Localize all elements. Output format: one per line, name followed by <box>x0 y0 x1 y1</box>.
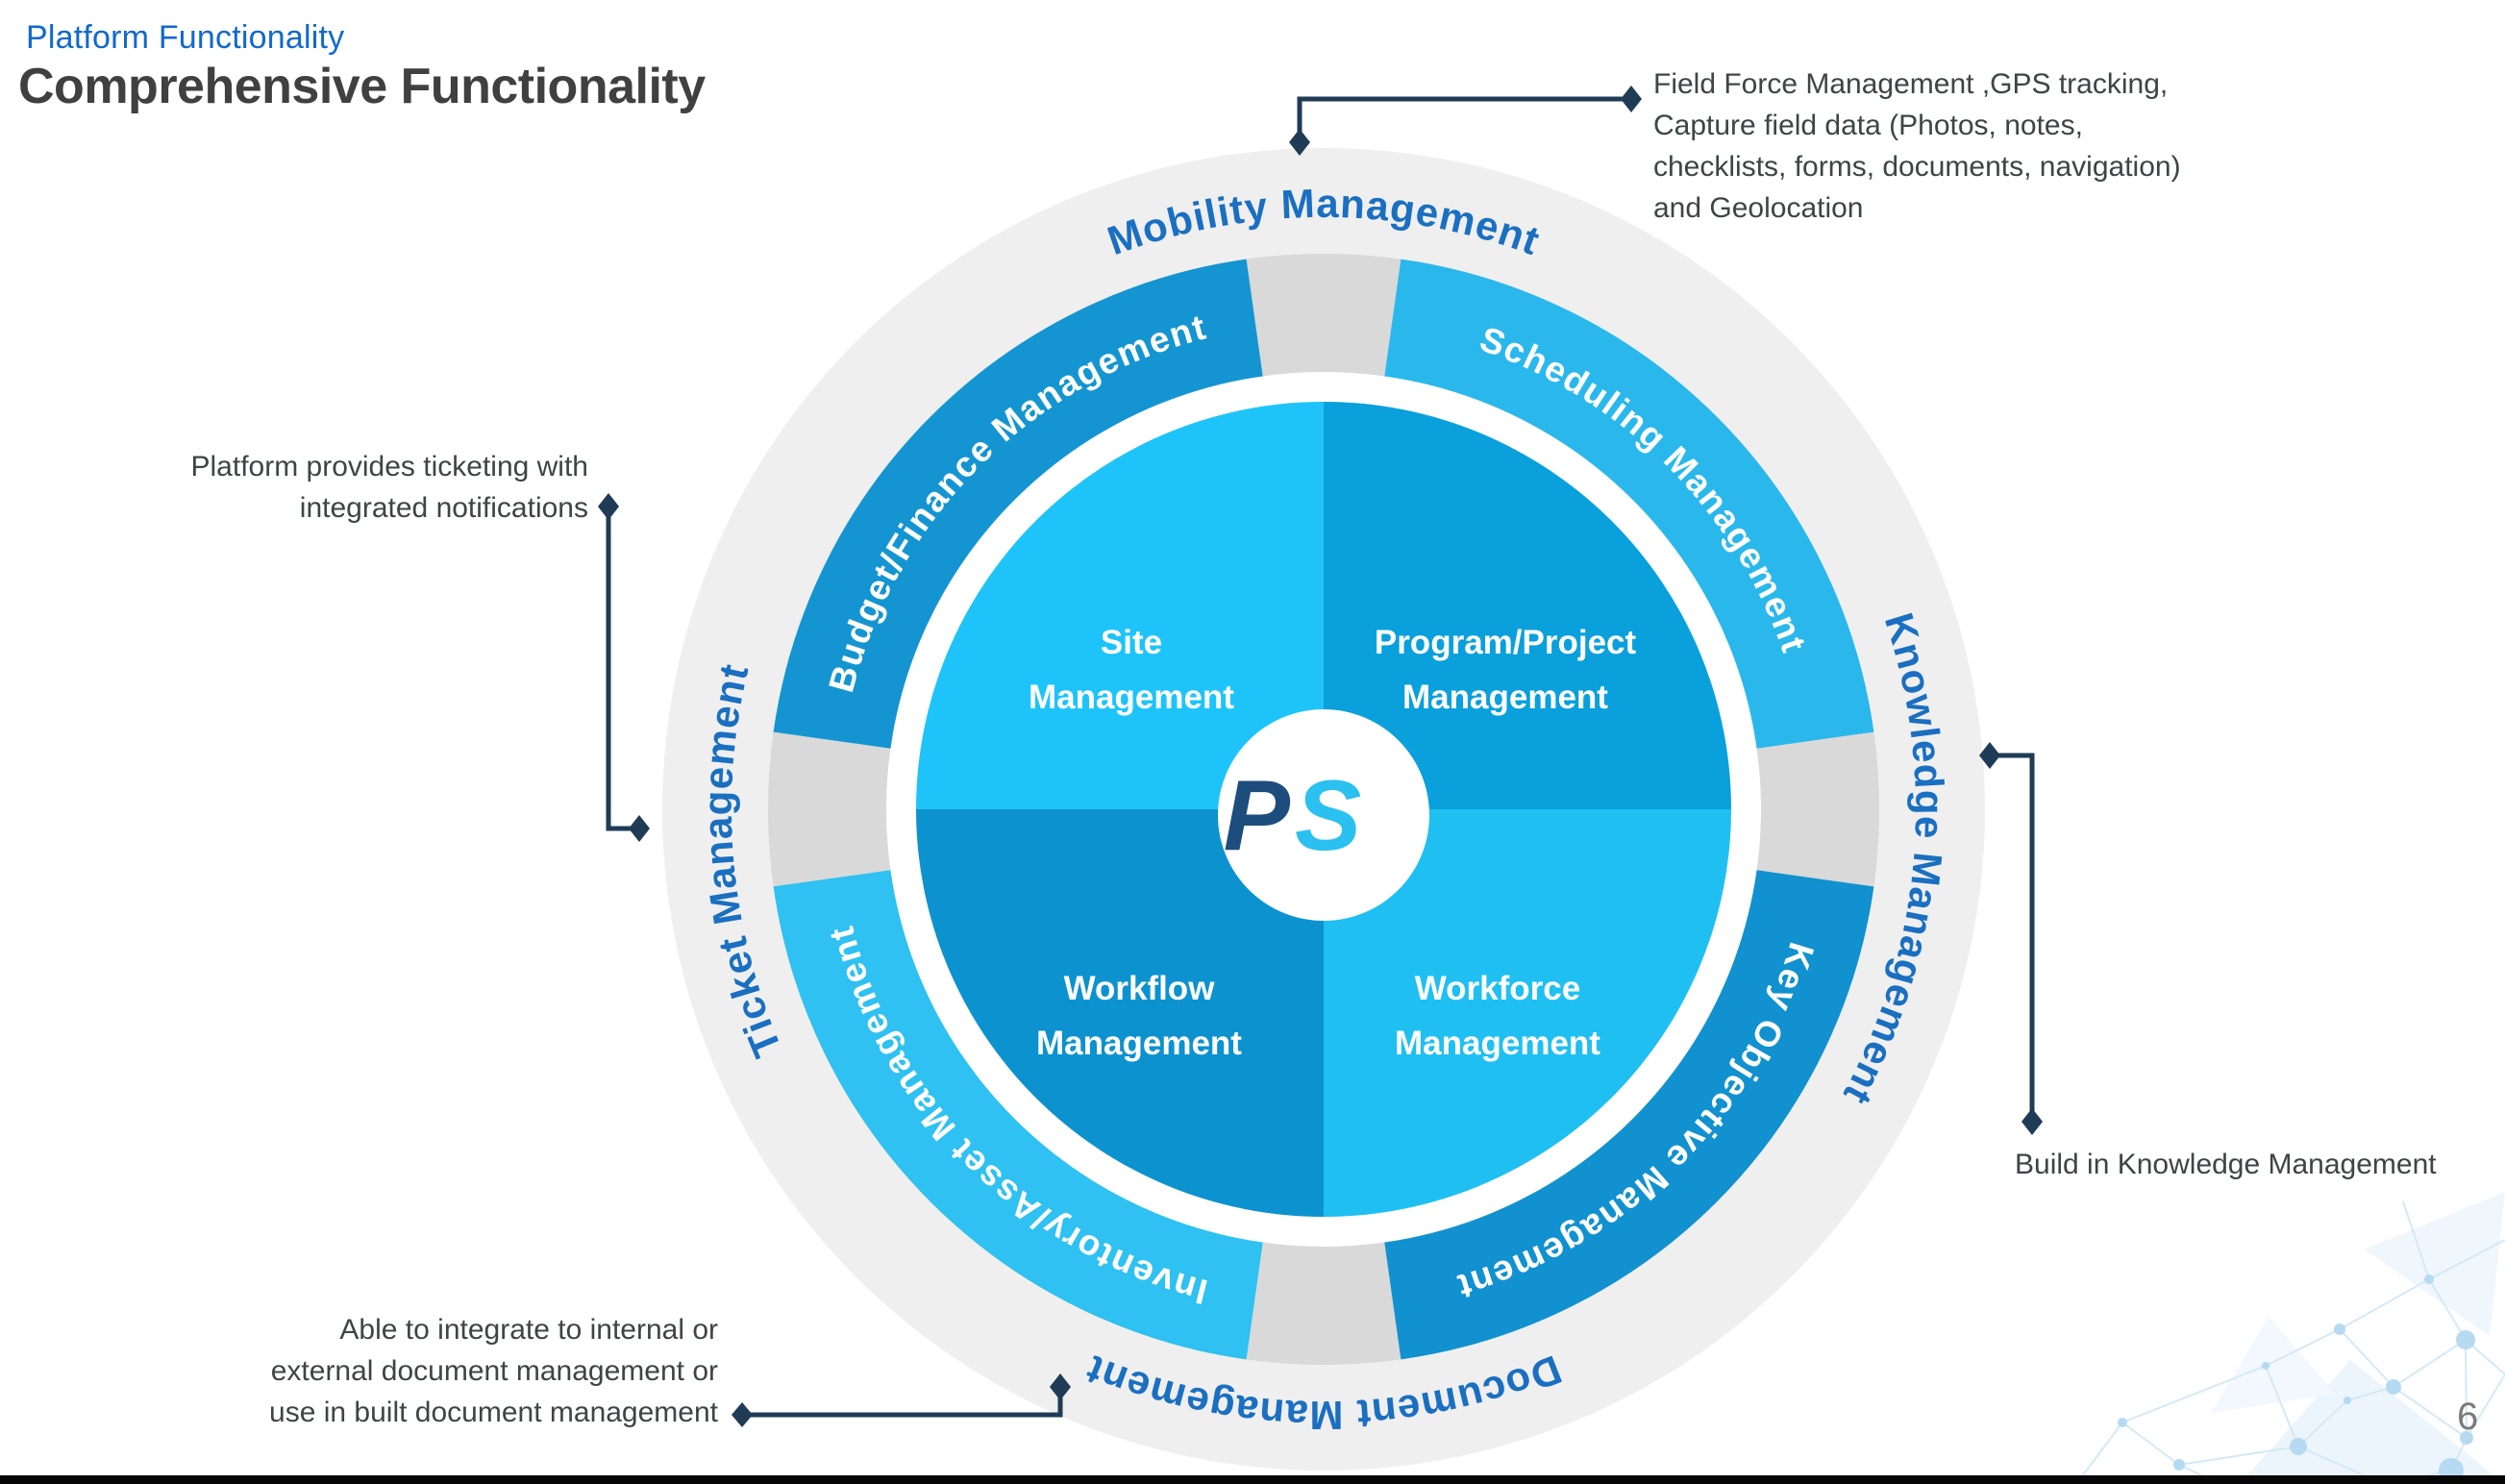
quadrant-label-workflow: Workflow Management <box>1036 970 1242 1062</box>
network-decoration <box>2075 1192 2505 1484</box>
ring-notch-base <box>768 254 1879 1365</box>
diamond-endpoint <box>598 493 619 520</box>
quadrant-label-program-project: Program/Project Management <box>1374 624 1637 716</box>
connector-diamonds <box>598 86 2043 1427</box>
quadrant-workforce-management <box>1324 809 1731 1217</box>
connector-knowledge <box>1994 753 2035 1117</box>
page-number: 6 <box>2457 1396 2479 1438</box>
ring-segment-key-objective <box>1383 869 1874 1360</box>
callout-knowledge-note: Build in Knowledge Management <box>2015 1149 2437 1180</box>
center-logo-disc <box>1218 709 1429 921</box>
diamond-endpoint <box>1289 129 1310 156</box>
diamond-endpoint <box>2021 1108 2043 1135</box>
ps-logo-letter-p: P <box>1224 760 1291 872</box>
quadrant-site-management <box>916 402 1324 809</box>
slide-eyebrow: Platform Functionality <box>26 19 345 56</box>
connector-mobility <box>1297 96 1627 136</box>
decor-triangle <box>2365 1192 2505 1336</box>
quadrant-program-project-management <box>1324 402 1731 809</box>
callout-connectors <box>606 96 2035 1418</box>
quadrant-label-site: Site Management <box>1029 624 1234 716</box>
quadrant-label-workforce: Workforce Management <box>1395 970 1600 1062</box>
ring-segment-inventory-asset <box>773 869 1264 1360</box>
quadrant-workflow-management <box>916 809 1324 1217</box>
diamond-endpoint <box>629 815 650 842</box>
callout-ticket-note: Platform provides ticketing with integra… <box>190 451 589 524</box>
ps-logo-letter-s: S <box>1295 760 1361 872</box>
callout-document-note: Able to integrate to internal or externa… <box>269 1314 718 1428</box>
decor-lines <box>2075 1200 2505 1484</box>
decor-triangle <box>2240 1360 2505 1484</box>
diamond-endpoint <box>1621 86 1642 112</box>
diamond-endpoint <box>1979 742 2000 769</box>
diamond-endpoint <box>1050 1373 1071 1400</box>
diamond-endpoint <box>732 1402 753 1427</box>
decor-triangle <box>2211 1317 2336 1413</box>
callout-mobility-note: Field Force Management ,GPS tracking, Ca… <box>1653 68 2181 224</box>
ring-segment-scheduling <box>1383 259 1874 750</box>
bottom-edge-bar <box>0 1475 2505 1484</box>
connector-document <box>746 1392 1063 1418</box>
connector-ticket <box>606 511 634 831</box>
page-title: Comprehensive Functionality <box>18 59 706 114</box>
ring-segment-budget-finance <box>773 259 1264 750</box>
